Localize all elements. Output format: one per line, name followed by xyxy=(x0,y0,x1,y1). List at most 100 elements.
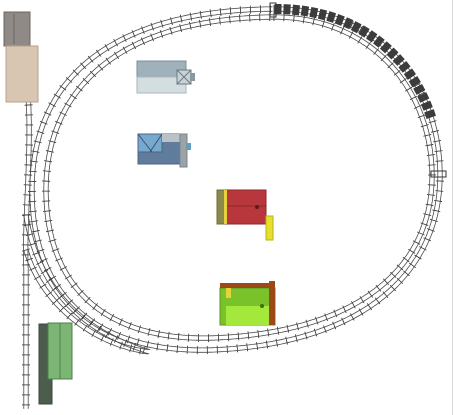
locomotive-icon[interactable] xyxy=(3,11,39,103)
track-tie xyxy=(45,291,53,297)
track-tie xyxy=(140,37,145,46)
track-tie xyxy=(294,334,298,343)
building-red[interactable] xyxy=(216,189,274,241)
track-tie xyxy=(433,140,442,143)
track-tie xyxy=(367,290,373,298)
track-tie xyxy=(30,220,39,223)
track-tie xyxy=(380,54,387,62)
track-tie xyxy=(405,86,413,92)
track-tie xyxy=(296,322,299,331)
track-tie xyxy=(160,19,164,28)
selected-track-block xyxy=(408,76,421,88)
track-tie xyxy=(96,49,102,57)
track-tie xyxy=(136,338,140,347)
selected-track-block xyxy=(424,109,436,120)
track-tie xyxy=(31,230,40,233)
selected-track-block xyxy=(420,100,433,111)
track-tie xyxy=(69,93,77,100)
track-tie xyxy=(219,8,222,17)
track-tie xyxy=(48,102,56,107)
track-tie xyxy=(97,63,104,71)
inner-loop-track[interactable] xyxy=(42,12,436,343)
track-tie xyxy=(142,346,146,355)
track-tie xyxy=(349,21,354,29)
track-tie xyxy=(87,320,94,328)
building-blue[interactable] xyxy=(137,133,191,168)
track-tie xyxy=(75,85,83,92)
track-tie xyxy=(420,124,429,128)
track-tie xyxy=(426,194,435,196)
track-tie xyxy=(81,312,88,320)
track-tie xyxy=(114,51,120,60)
track-tie xyxy=(119,341,123,350)
track-tie xyxy=(122,46,128,54)
track-tie xyxy=(64,274,72,280)
track-tie xyxy=(48,140,57,144)
track-endpoint-marker-right[interactable] xyxy=(430,170,447,178)
track-tie xyxy=(33,239,42,243)
track-tie xyxy=(179,24,183,33)
left-mainline-track[interactable] xyxy=(21,94,34,410)
track-tie xyxy=(48,239,57,243)
track-tie xyxy=(169,26,173,35)
track-tie xyxy=(267,328,270,337)
track-tie xyxy=(39,120,48,125)
track-tie xyxy=(366,303,372,311)
building-gray[interactable] xyxy=(136,60,195,94)
branch-track-lower[interactable] xyxy=(22,248,150,355)
track-tie xyxy=(131,30,136,38)
selected-track-section[interactable] xyxy=(274,3,436,120)
track-tie xyxy=(32,251,40,256)
track-endpoint-marker-top[interactable] xyxy=(269,2,277,18)
freight-car-icon[interactable] xyxy=(38,322,73,405)
track-tie xyxy=(409,95,418,101)
track-rail xyxy=(47,18,431,337)
track-tie xyxy=(45,277,54,283)
branch-track-upper[interactable] xyxy=(21,213,151,355)
track-tie xyxy=(65,77,73,83)
track-tie xyxy=(87,55,94,63)
track-tie xyxy=(131,41,137,50)
track-tie xyxy=(351,301,356,309)
track-tie xyxy=(409,262,417,269)
track-tie xyxy=(423,237,432,242)
selected-track-block xyxy=(326,11,337,23)
track-tie xyxy=(104,44,110,52)
track-tie xyxy=(425,144,434,147)
track-tie xyxy=(118,318,123,326)
track-rail xyxy=(23,95,28,409)
track-tie xyxy=(373,48,379,55)
track-tie xyxy=(66,312,73,320)
track-tie xyxy=(416,231,425,236)
selected-track-block xyxy=(398,61,411,73)
track-tie xyxy=(55,257,63,262)
track-tie xyxy=(179,14,183,23)
selected-track-block xyxy=(300,5,310,17)
track-tie xyxy=(357,36,363,44)
track-tie xyxy=(426,228,435,232)
track-tie xyxy=(348,31,354,39)
track-tie xyxy=(33,275,42,280)
track-tie xyxy=(36,130,45,134)
track-tie xyxy=(114,335,119,343)
track-rail xyxy=(27,94,32,409)
track-rail xyxy=(27,249,149,350)
track-tie xyxy=(39,283,47,289)
track-tie xyxy=(80,62,87,69)
track-tie xyxy=(71,307,78,315)
track-tie xyxy=(29,266,37,271)
track-tie xyxy=(48,275,57,281)
selected-track-block xyxy=(417,92,430,103)
selected-track-block xyxy=(309,7,319,19)
building-green[interactable] xyxy=(219,281,276,326)
track-tie xyxy=(417,114,426,118)
selected-track-block xyxy=(365,30,378,43)
track-tie xyxy=(42,170,51,172)
track-tie xyxy=(137,325,141,334)
track-tie xyxy=(419,246,427,251)
track-tie xyxy=(166,344,169,353)
track-tie xyxy=(365,41,371,49)
track-tie xyxy=(375,284,382,292)
